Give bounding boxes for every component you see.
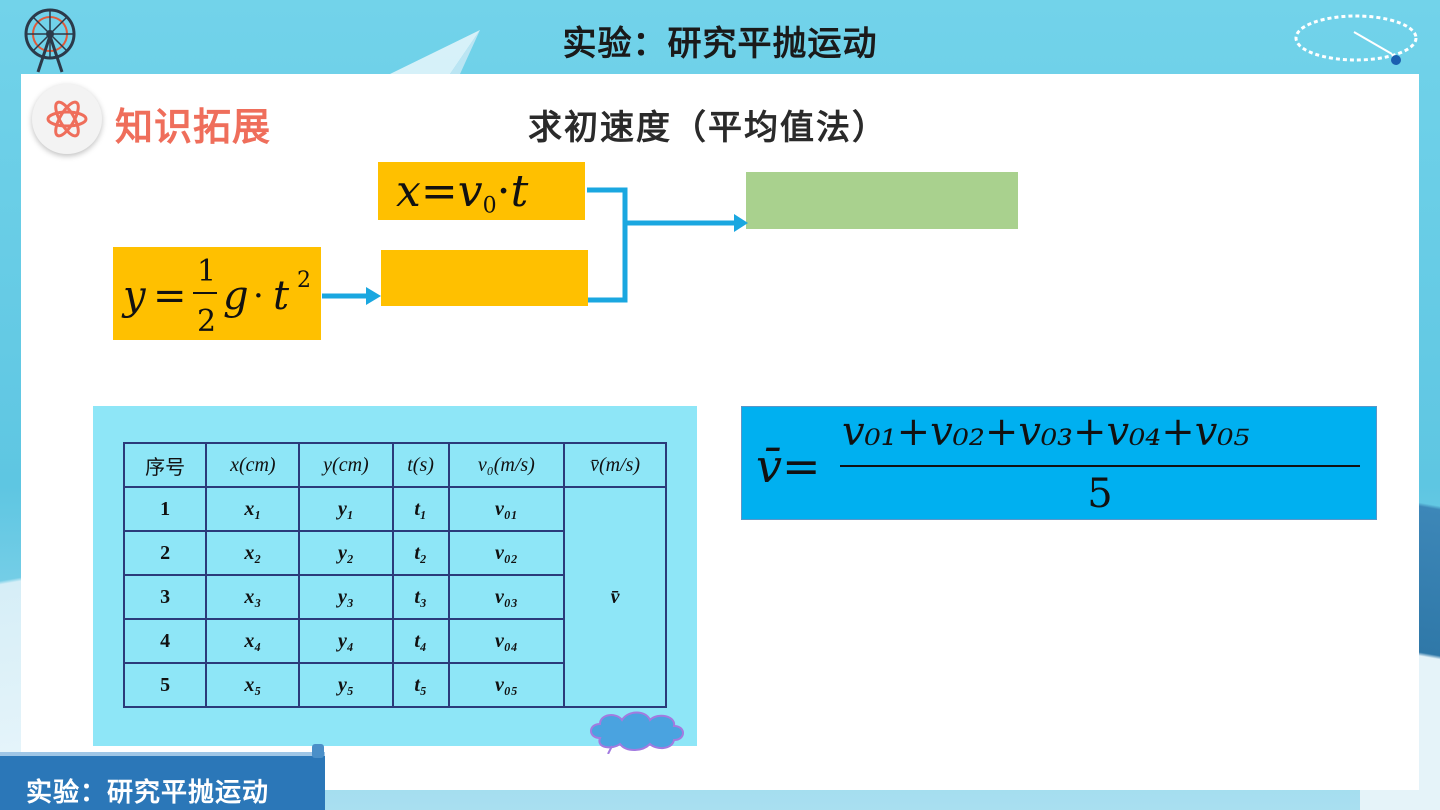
cell-v0: v₀₅ (447, 662, 566, 708)
table-row: 2 x₂ y₂ t₂ v₀₂ (122, 530, 666, 576)
cell-y: y₅ (298, 662, 394, 708)
svg-text:1: 1 (197, 254, 216, 289)
header-vavg: v̄(m/s) (563, 442, 667, 488)
cell-v0: v₀₂ (447, 530, 566, 576)
table-header-row: 序号 x(cm) y(cm) t(s) v₀(m/s) v̄(m/s) (122, 442, 667, 488)
svg-text:2: 2 (197, 304, 216, 339)
cell-y: y₃ (298, 574, 394, 620)
svg-text:·: · (253, 276, 264, 316)
header-v0: v₀(m/s) (447, 442, 566, 488)
average-denominator: 5 (1087, 471, 1113, 517)
average-formula-box: v̄= v₀₁+v₀₂+v₀₃+v₀₄+v₀₅ 5 (741, 406, 1377, 520)
svg-text:t: t (273, 273, 290, 319)
cell-y: y₄ (298, 618, 394, 664)
svg-text:=: = (153, 273, 187, 319)
cell-t: t₂ (391, 530, 450, 576)
table-row: 4 x₄ y₄ t₄ v₀₄ (122, 618, 666, 664)
row-index: 1 (122, 486, 208, 532)
x-formula: x=v0·t (396, 166, 529, 219)
cell-y: y₂ (298, 530, 394, 576)
data-table: 序号 x(cm) y(cm) t(s) v₀(m/s) v̄(m/s) 1 x₁… (122, 442, 667, 708)
row-index: 3 (122, 574, 208, 620)
average-lhs: v̄= (756, 439, 821, 493)
cell-x: x₁ (205, 486, 301, 532)
footer-label: 实验：研究平抛运动 (26, 778, 270, 808)
blank-result-box (381, 250, 588, 306)
paper-plane-icon (390, 30, 480, 74)
fraction-line (840, 465, 1360, 467)
blank-answer-box (746, 172, 1018, 229)
y-formula-box: y = 1 2 g · t 2 (113, 247, 321, 340)
cell-x: x₅ (205, 662, 301, 708)
svg-text:g: g (223, 273, 249, 319)
cell-v0: v₀₁ (447, 486, 566, 532)
data-table-panel: 序号 x(cm) y(cm) t(s) v₀(m/s) v̄(m/s) 1 x₁… (93, 406, 697, 746)
row-index: 4 (122, 618, 208, 664)
section-subtitle: 求初速度（平均值法） (528, 108, 888, 148)
cell-v0: v₀₃ (447, 574, 566, 620)
cell-x: x₃ (205, 574, 301, 620)
cell-v0: v₀₄ (447, 618, 566, 664)
footer-bar: 实验：研究平抛运动 (0, 752, 325, 810)
svg-text:y: y (121, 273, 147, 319)
cell-t: t₅ (391, 662, 450, 708)
average-numerator: v₀₁+v₀₂+v₀₃+v₀₄+v₀₅ (842, 409, 1250, 455)
cell-y: y₁ (298, 486, 394, 532)
y-formula: y = 1 2 g · t 2 (121, 254, 311, 339)
table-row: 1 x₁ y₁ t₁ v₀₁ v̄ (122, 486, 667, 708)
header-y: y(cm) (298, 442, 394, 488)
cell-x: x₂ (205, 530, 301, 576)
row-index: 5 (122, 662, 208, 708)
cell-t: t₃ (391, 574, 450, 620)
svg-text:2: 2 (297, 268, 311, 293)
ferris-wheel-icon (24, 8, 76, 73)
table-row: 5 x₅ y₅ t₅ v₀₅ (122, 662, 666, 708)
cell-vavg: v̄ (563, 486, 667, 708)
x-formula-box: x=v0·t (378, 162, 585, 220)
header-x: x(cm) (205, 442, 301, 488)
atom-icon (46, 100, 88, 138)
section-badge (32, 84, 102, 154)
header-index: 序号 (122, 442, 208, 488)
table-row: 3 x₃ y₃ t₃ v₀₃ (122, 574, 666, 620)
row-index: 2 (122, 530, 208, 576)
cell-x: x₄ (205, 618, 301, 664)
cell-t: t₄ (391, 618, 450, 664)
header-t: t(s) (391, 442, 450, 488)
cell-t: t₁ (391, 486, 450, 532)
page-title: 实验：研究平抛运动 (562, 24, 878, 64)
footer-pin (312, 744, 324, 758)
orbit-icon (1294, 14, 1418, 65)
cloud-icon[interactable] (586, 708, 690, 754)
section-label: 知识拓展 (115, 105, 272, 149)
